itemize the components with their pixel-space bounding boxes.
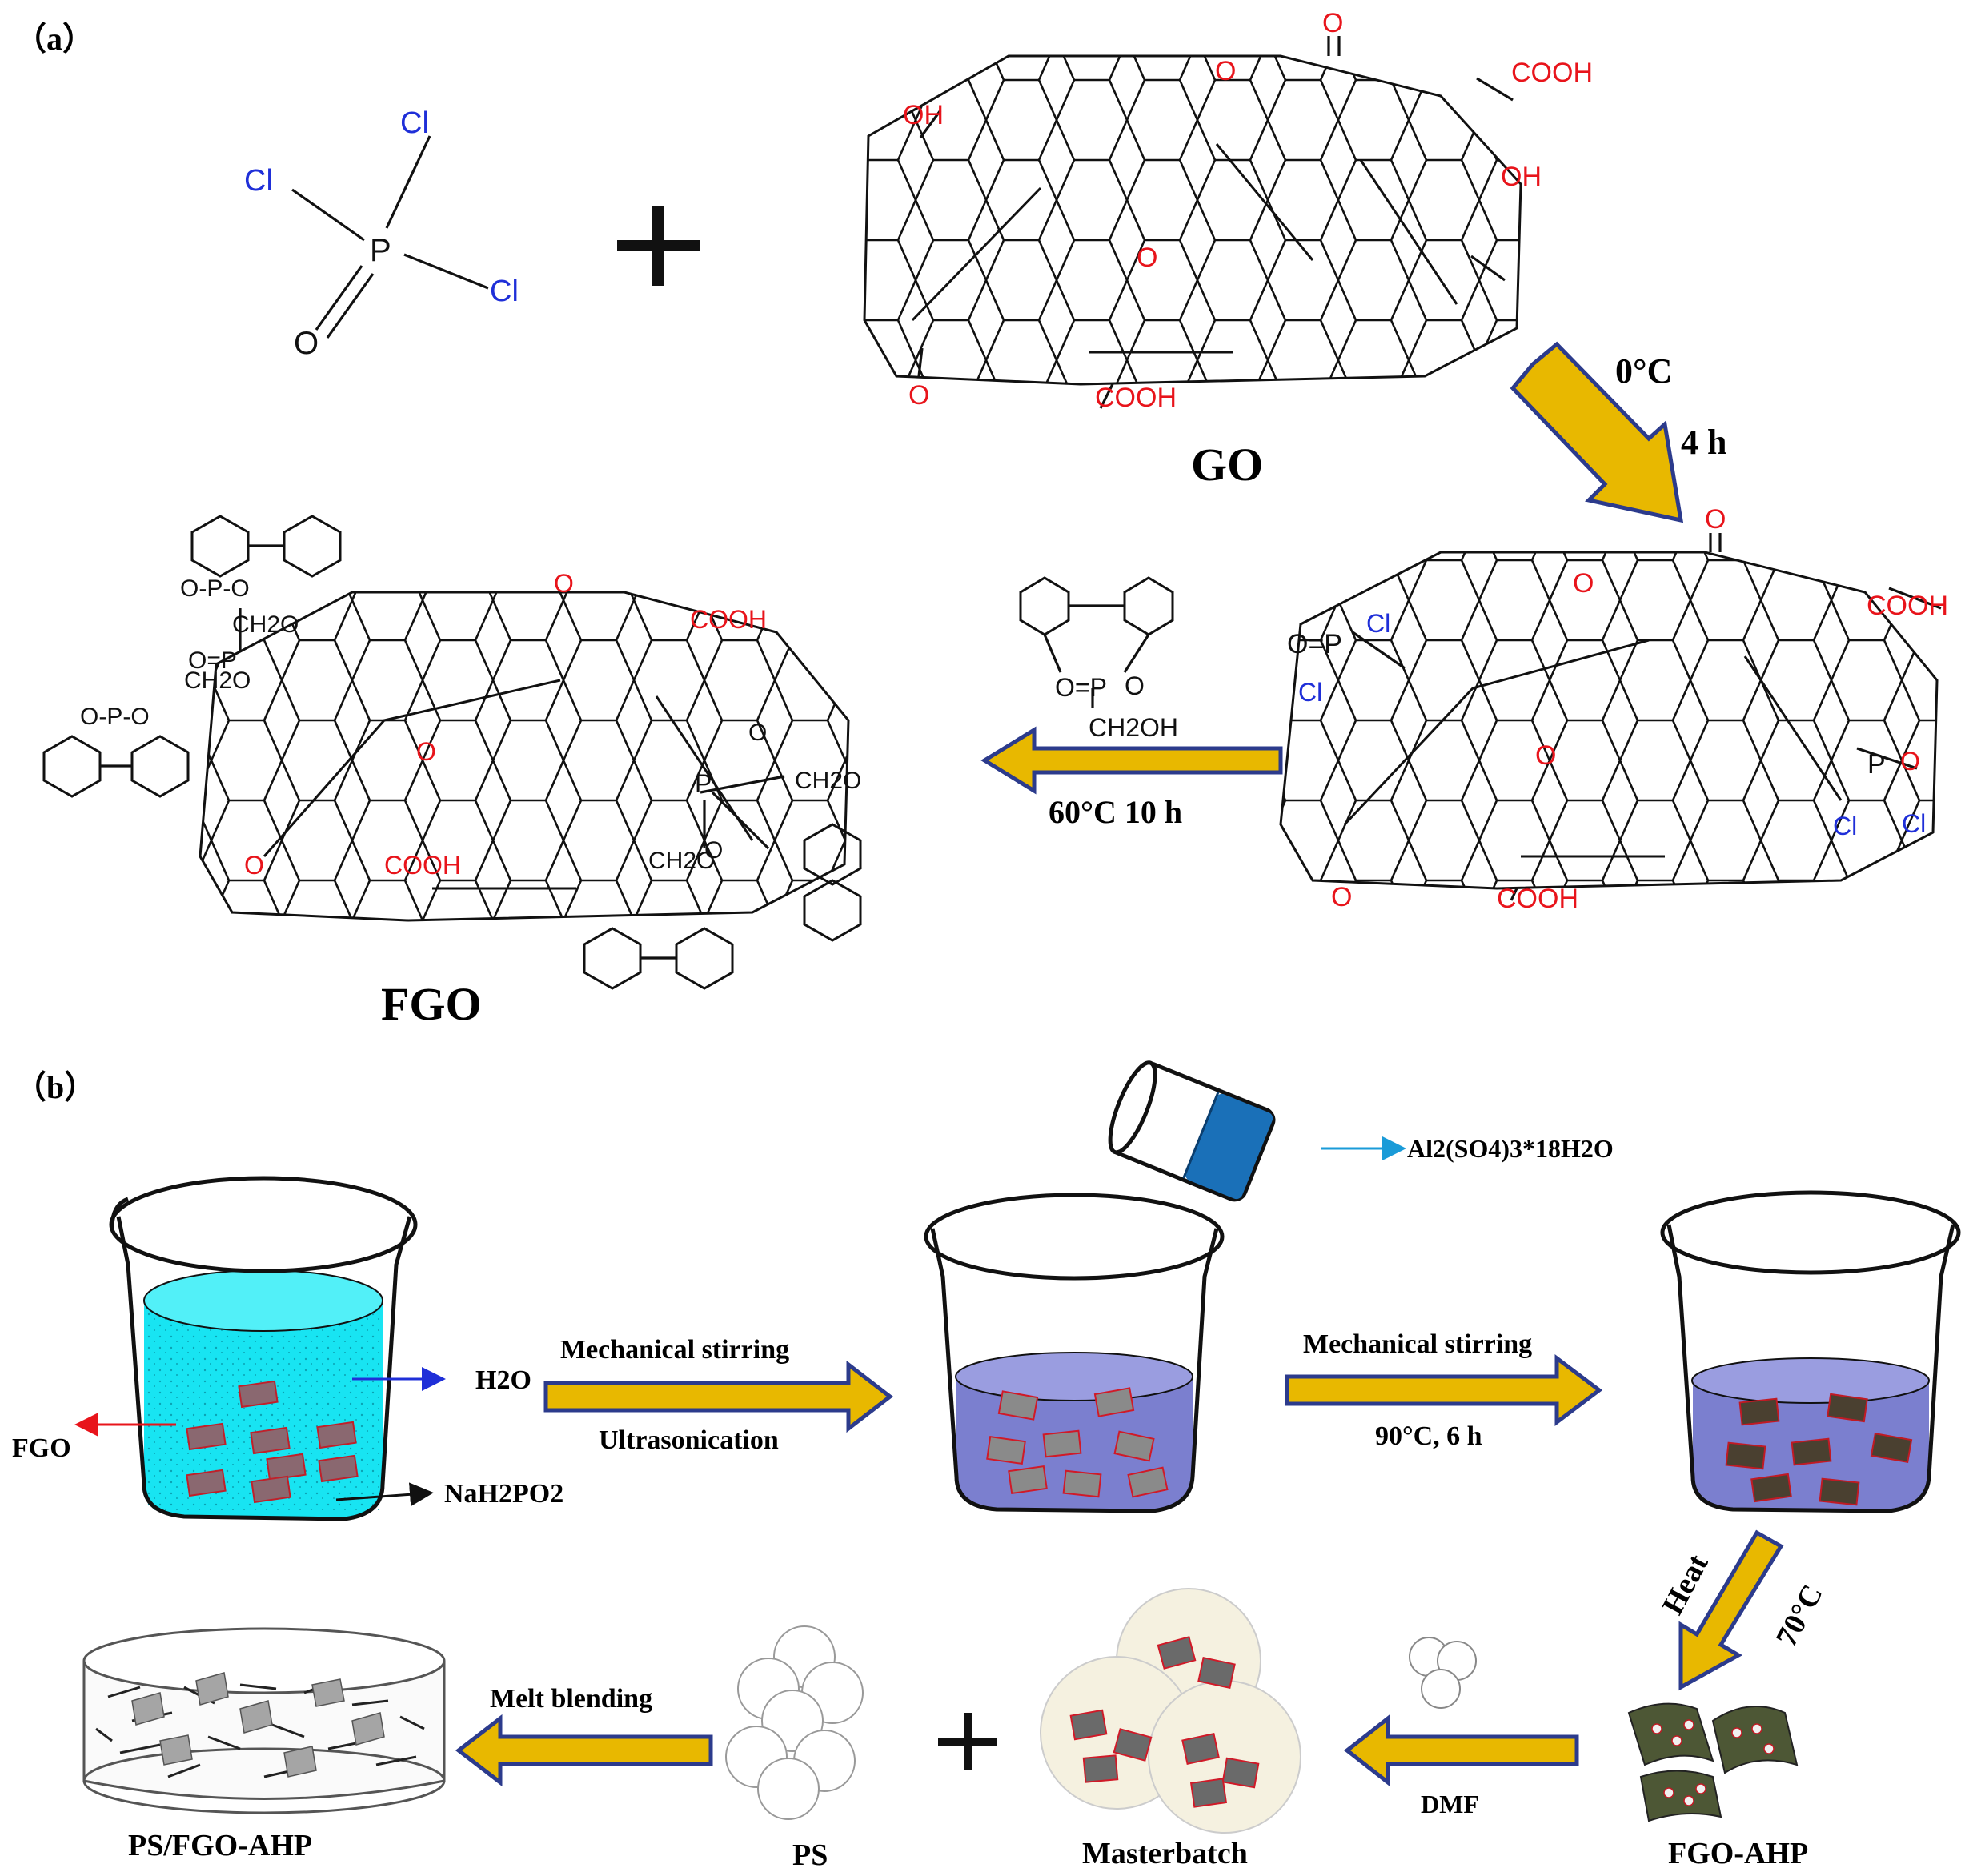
int-p-right: P xyxy=(1867,749,1886,780)
fgo-ch2o-4: CH2O xyxy=(648,848,715,874)
fgo-opo-top: O-P-O xyxy=(180,575,250,602)
pocl3-molecule: P O Cl Cl Cl xyxy=(244,106,519,361)
fgo-ch2o-2: CH2O xyxy=(184,667,251,694)
ps-circles-small xyxy=(1409,1637,1477,1709)
fgo-p-center: P xyxy=(695,769,712,798)
ps-pellets xyxy=(725,1625,864,1820)
label-nah2po2: NaH2PO2 xyxy=(444,1479,563,1509)
int-cl-d: Cl xyxy=(1902,809,1926,838)
step2-condition: 60°C 10 h xyxy=(1049,794,1182,830)
atom-cl-left: Cl xyxy=(244,164,273,198)
reagent-o-p: O=P xyxy=(1055,673,1107,702)
atom-cl-top: Cl xyxy=(400,106,429,140)
arrow-stir-heat xyxy=(1285,1353,1603,1427)
atom-cl-right: Cl xyxy=(490,275,519,308)
go-o-epoxy-mid: O xyxy=(1137,243,1157,273)
arrow5-top-label: Melt blending xyxy=(490,1684,652,1714)
dopo-reagent: O=P O CH2OH xyxy=(1019,576,1178,742)
fgo-ch2o-1: CH2O xyxy=(232,611,299,638)
arrow-stir-ultrasonic xyxy=(543,1360,894,1433)
go-o-ketone-bottom: O xyxy=(908,380,929,411)
fgo-o-side: O xyxy=(748,720,767,746)
label-fgo-b: FGO xyxy=(12,1433,71,1463)
go-oh-right: OH xyxy=(1501,162,1542,192)
int-cl-c: Cl xyxy=(1833,812,1857,840)
plus-sign-a xyxy=(617,206,700,286)
fgo-ahp-label: FGO-AHP xyxy=(1668,1837,1808,1870)
arrow-heat-dry xyxy=(1678,1529,1784,1691)
fgo-cooh-bottom: COOH xyxy=(384,851,461,880)
arrow4-bottom-label: DMF xyxy=(1421,1790,1479,1818)
arrow-step2 xyxy=(980,726,1283,795)
composite-dish xyxy=(82,1627,446,1814)
go-cooh-bottom: COOH xyxy=(1095,383,1177,413)
step1-temp: 0°C xyxy=(1615,351,1672,391)
plus-sign-b xyxy=(938,1713,997,1770)
go-structure: OH OH COOH COOH O O O O xyxy=(863,8,1593,413)
int-cl-b: Cl xyxy=(1298,678,1322,707)
fgo-cooh-top: COOH xyxy=(690,605,767,634)
label-h2o: H2O xyxy=(475,1365,531,1395)
fgo-structure: O-P-O CH2O O=P CH2O O-P-O P O CH2O CH2O … xyxy=(42,515,862,990)
beaker-reaction xyxy=(1660,1190,1961,1513)
go-oh-left: OH xyxy=(903,100,944,130)
arrow2-top-label: Mechanical stirring xyxy=(1303,1329,1532,1359)
int-cl-a: Cl xyxy=(1366,609,1390,638)
fgo-ch2o-3: CH2O xyxy=(795,768,861,794)
go-label: GO xyxy=(1191,439,1263,491)
masterbatch-particles xyxy=(1040,1588,1301,1834)
reagent-ch2oh: CH2OH xyxy=(1089,713,1178,742)
pouring-beaker xyxy=(1108,1060,1406,1202)
atom-p: P xyxy=(370,233,391,268)
go-o-ketone-top: O xyxy=(1322,8,1343,38)
beaker-fgo-water xyxy=(74,1176,446,1521)
int-o-right: O xyxy=(1900,747,1920,776)
label-alum: Al2(SO4)3*18H2O xyxy=(1407,1134,1614,1163)
go-cooh-top: COOH xyxy=(1511,58,1593,88)
fgo-o-center: O xyxy=(704,837,723,864)
fgo-ahp-sheets xyxy=(1627,1702,1799,1822)
fgo-o-top: O xyxy=(554,569,574,598)
fgo-opo-left: O-P-O xyxy=(80,704,150,730)
arrow-melt-blending xyxy=(455,1714,713,1787)
masterbatch-label: Masterbatch xyxy=(1082,1837,1248,1870)
reagent-o-ring: O xyxy=(1125,671,1145,700)
fgo-o-ketone: O xyxy=(244,851,264,880)
go-o-epoxy-top: O xyxy=(1215,56,1236,86)
int-cooh-top: COOH xyxy=(1867,591,1948,621)
int-poCl2-left: O=P xyxy=(1287,629,1342,659)
fgo-o-eq-p: O=P xyxy=(188,647,237,674)
fgo-label: FGO xyxy=(381,978,482,1030)
arrow1-bottom-label: Ultrasonication xyxy=(599,1425,779,1455)
intermediate-structure: O=P Cl Cl P O Cl Cl COOH COOH O O O O xyxy=(1279,504,1948,914)
step1-time: 4 h xyxy=(1681,423,1726,462)
int-cooh-bottom: COOH xyxy=(1497,884,1578,914)
product-label: PS/FGO-AHP xyxy=(128,1829,312,1862)
fgo-o-mid: O xyxy=(416,737,436,766)
int-o-mid: O xyxy=(1535,740,1556,771)
panel-a-label: （a） xyxy=(14,21,94,57)
arrow-ps-dmf xyxy=(1343,1714,1579,1787)
arrow2-bottom-label: 90°C, 6 h xyxy=(1375,1421,1482,1451)
beaker-solution xyxy=(924,1193,1225,1513)
arrow3-temp: 70°C xyxy=(1770,1579,1830,1652)
arrow-step1 xyxy=(1510,341,1684,523)
int-o-ketone: O xyxy=(1331,882,1352,912)
int-o-epoxy: O xyxy=(1573,568,1594,599)
arrow1-top-label: Mechanical stirring xyxy=(560,1335,789,1365)
ps-label: PS xyxy=(792,1838,828,1872)
panel-b-label: （b） xyxy=(14,1069,96,1105)
atom-o: O xyxy=(294,326,319,361)
int-o-top: O xyxy=(1705,504,1726,535)
arrow3-heat: Heat xyxy=(1656,1549,1715,1620)
